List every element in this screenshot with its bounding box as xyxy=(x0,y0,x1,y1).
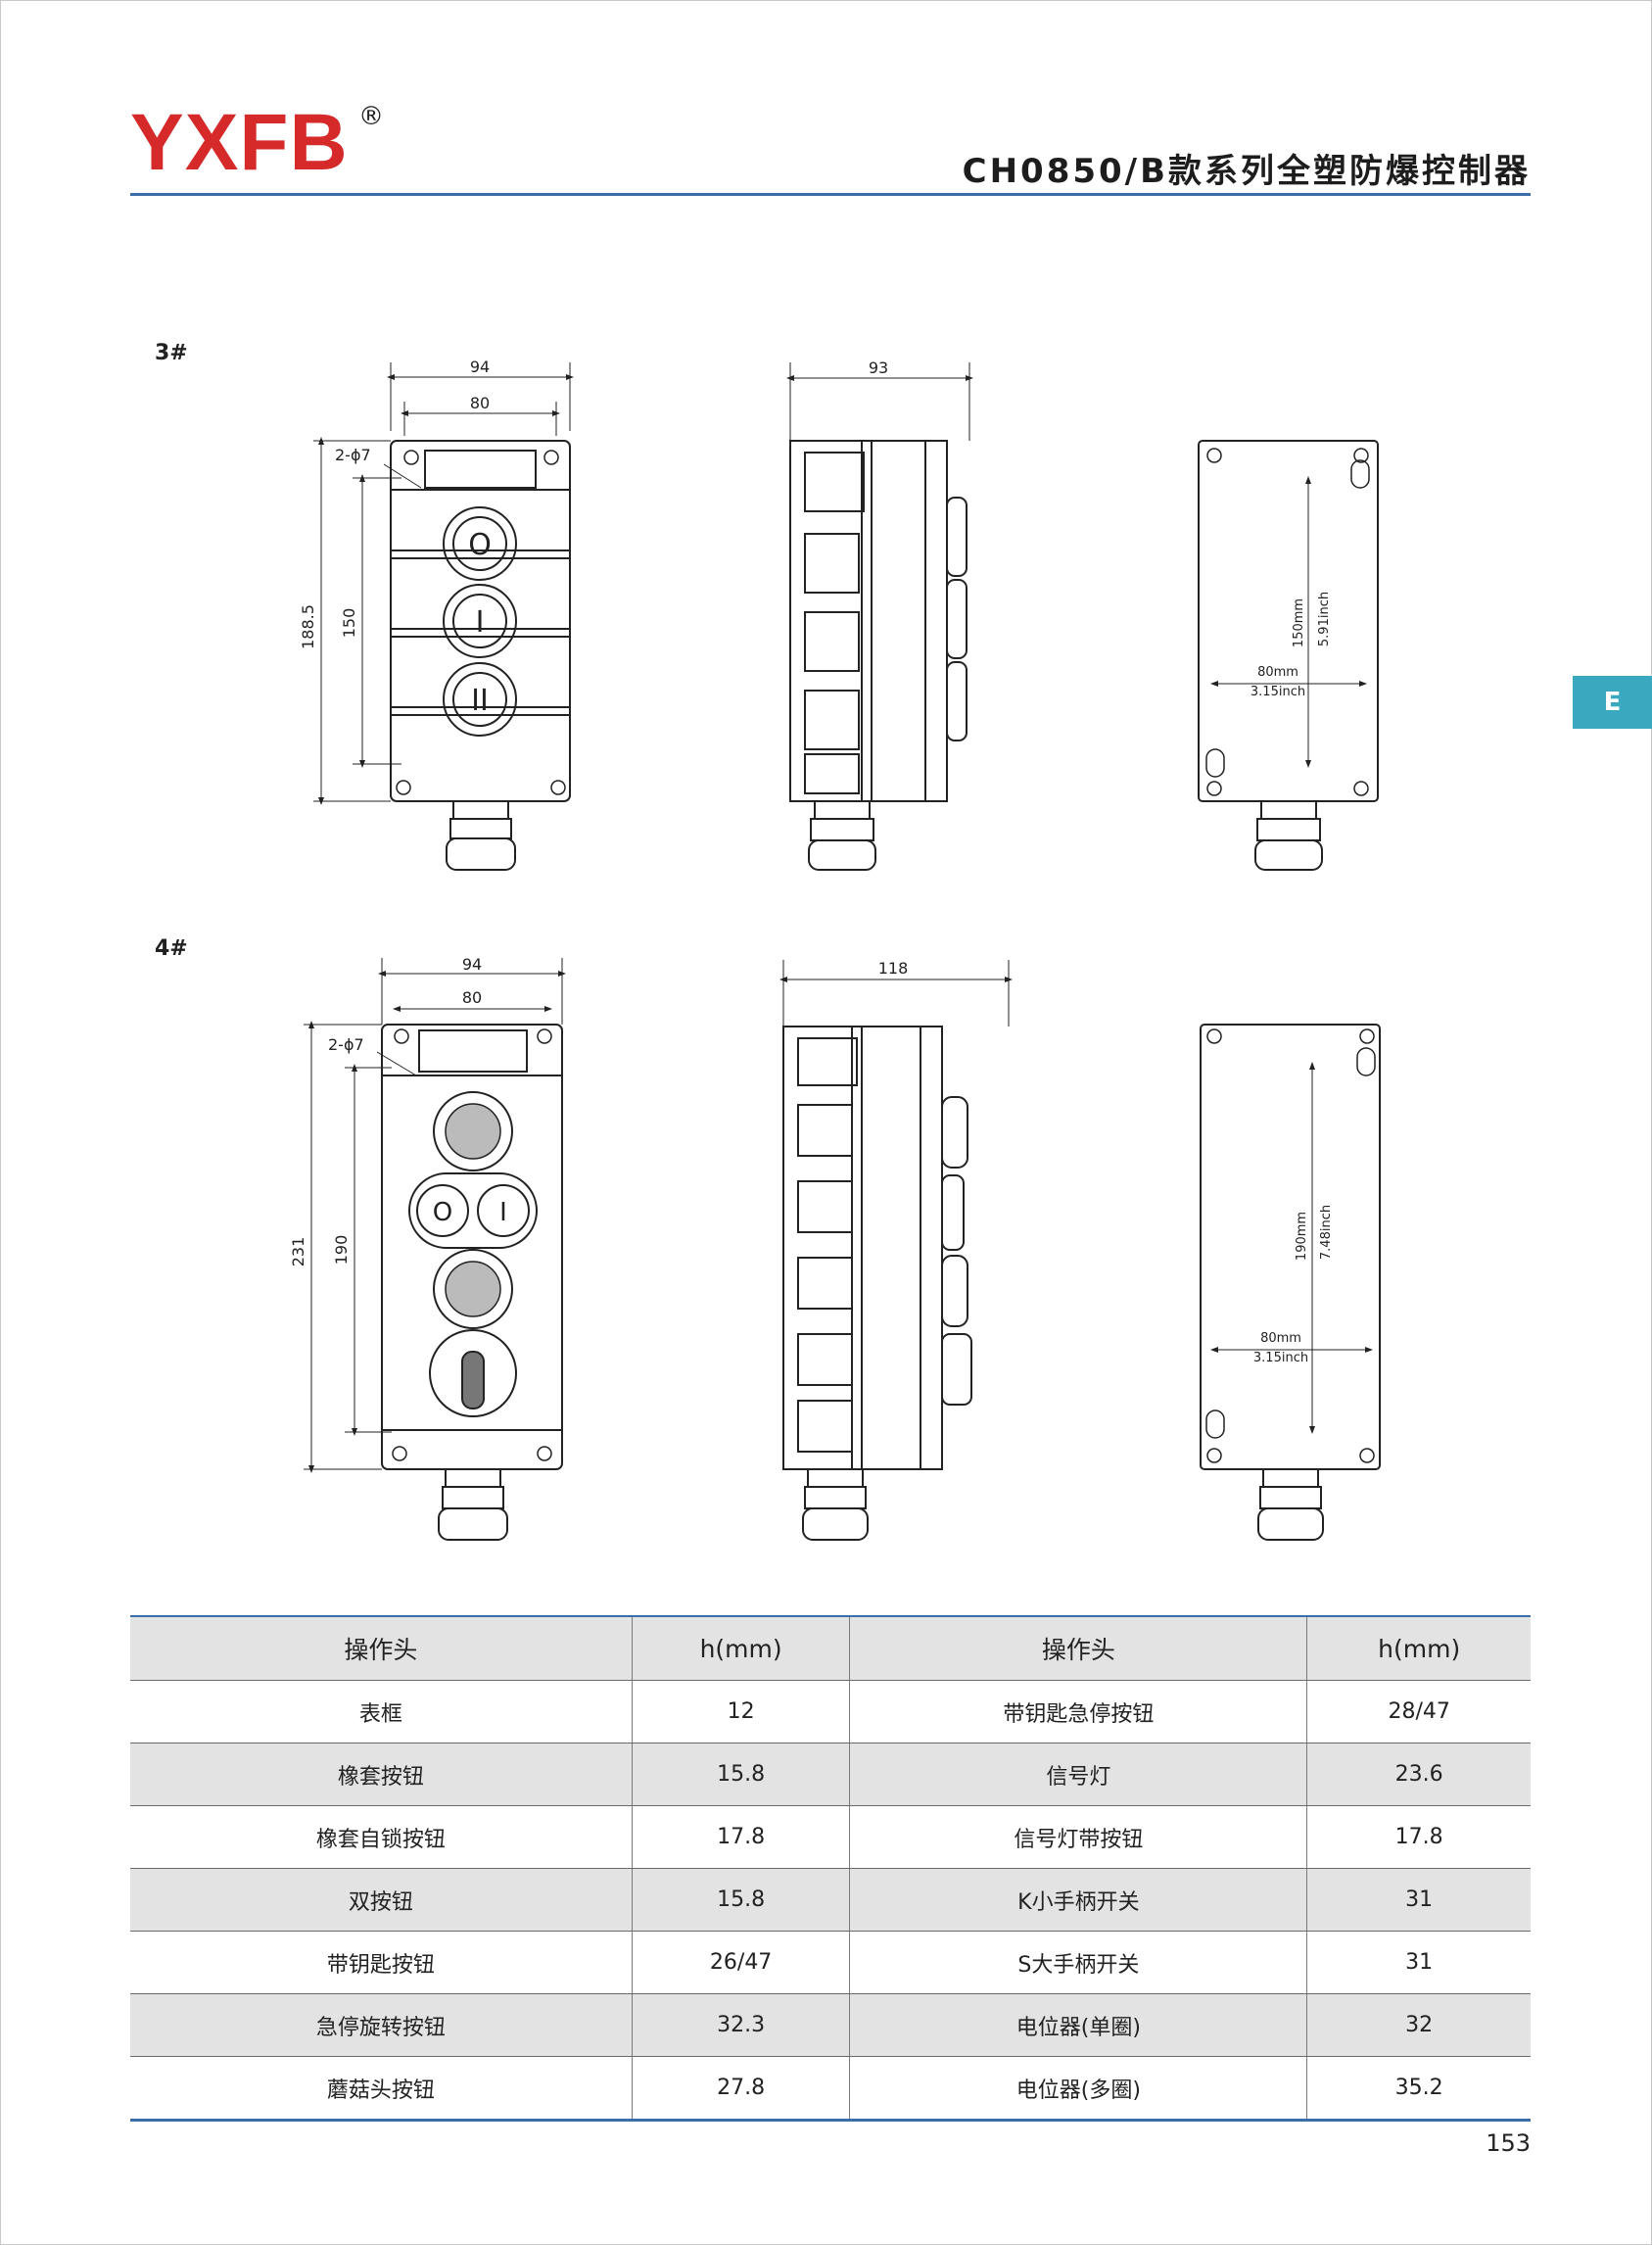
cell-name: 电位器(单圈) xyxy=(849,1993,1308,2057)
operating-head-table: 操作头 h(mm) 操作头 h(mm) 表框 12 带钥匙急停按钮 28/47 … xyxy=(130,1615,1531,2122)
cell-height: 12 xyxy=(632,1680,851,1743)
cell-name: 信号灯带按钮 xyxy=(849,1805,1308,1869)
cell-height: 15.8 xyxy=(632,1743,851,1806)
cell-height: 31 xyxy=(1306,1931,1531,1994)
button-label-i: I xyxy=(476,605,485,640)
button-label-o: O xyxy=(468,528,492,562)
cell-height: 27.8 xyxy=(632,2056,851,2121)
button-label-ii: II xyxy=(471,684,489,718)
dim-3-width-inner: 80 xyxy=(470,394,490,412)
cell-height: 26/47 xyxy=(632,1931,851,1994)
side-view-4 xyxy=(779,960,1013,1541)
technical-drawings: 94 80 2-ϕ7 188.5 150 O I II 93 150mm 5.9… xyxy=(289,358,1381,1541)
cell-height: 17.8 xyxy=(1306,1805,1531,1869)
header-height: h(mm) xyxy=(1306,1616,1531,1681)
dim-4-back-width-mm: 80mm xyxy=(1260,1331,1301,1346)
cell-height: 28/47 xyxy=(1306,1680,1531,1743)
cell-height: 32.3 xyxy=(632,1993,851,2057)
dim-3-back-height-mm: 150mm xyxy=(1292,598,1306,647)
header-operating-head: 操作头 xyxy=(849,1616,1308,1681)
page-title: CH0850/B款系列全塑防爆控制器 xyxy=(962,152,1531,191)
table-header-row: 操作头 h(mm) 操作头 h(mm) xyxy=(130,1616,1531,1681)
cell-name: 表框 xyxy=(130,1680,633,1743)
header-operating-head: 操作头 xyxy=(130,1616,633,1681)
button-label-o: O xyxy=(433,1198,452,1227)
cell-name: 急停旋转按钮 xyxy=(130,1993,633,2057)
side-view-3 xyxy=(786,362,973,871)
cell-name: 信号灯 xyxy=(849,1743,1308,1806)
table-row: 橡套自锁按钮 17.8 信号灯带按钮 17.8 xyxy=(130,1805,1531,1869)
cell-name: 蘑菇头按钮 xyxy=(130,2056,633,2121)
table-row: 表框 12 带钥匙急停按钮 28/47 xyxy=(130,1680,1531,1743)
registered-mark: ® xyxy=(358,102,384,131)
dim-4-height-outer: 231 xyxy=(289,1237,307,1267)
cell-name: 带钥匙按钮 xyxy=(130,1931,633,1994)
cell-height: 17.8 xyxy=(632,1805,851,1869)
dim-3-holes: 2-ϕ7 xyxy=(335,446,371,464)
dim-3-width-outer: 94 xyxy=(470,358,490,376)
header-rule xyxy=(130,193,1531,196)
section-side-tab[interactable]: E xyxy=(1573,676,1652,729)
cell-height: 35.2 xyxy=(1394,2076,1443,2100)
table-row: 双按钮 15.8 K小手柄开关 31 xyxy=(130,1868,1531,1932)
dim-3-back-width-mm: 80mm xyxy=(1257,665,1298,680)
dim-4-height-inner: 190 xyxy=(332,1235,351,1266)
table-row: 橡套按钮 15.8 信号灯 23.6 xyxy=(130,1743,1531,1806)
dim-3-back-width-inch: 3.15inch xyxy=(1251,685,1305,699)
cell-height: 23.6 xyxy=(1306,1743,1531,1806)
dim-3-depth: 93 xyxy=(869,358,888,377)
table-row: 蘑菇头按钮 27.8 电位器(多圈) 35.2 xyxy=(130,2056,1531,2121)
cell-name: 带钥匙急停按钮 xyxy=(849,1680,1308,1743)
cell-name: S大手柄开关 xyxy=(849,1931,1308,1994)
cell-name: 橡套自锁按钮 xyxy=(130,1805,633,1869)
cell-name: K小手柄开关 xyxy=(849,1868,1308,1932)
cell-name: 橡套按钮 xyxy=(130,1743,633,1806)
section-label-4: 4# xyxy=(155,936,188,961)
cell-height: 32 xyxy=(1306,1993,1531,2057)
table-row: 急停旋转按钮 32.3 电位器(单圈) 32 xyxy=(130,1993,1531,2057)
dim-4-back-width-inch: 3.15inch xyxy=(1253,1351,1308,1365)
button-label-i: I xyxy=(499,1198,507,1227)
dim-3-height-inner: 150 xyxy=(340,608,358,639)
header-height: h(mm) xyxy=(632,1616,851,1681)
dim-4-width-outer: 94 xyxy=(462,955,482,974)
page-number: 153 xyxy=(1486,2129,1531,2157)
cell-height: 15.8 xyxy=(632,1868,851,1932)
dim-4-back-height-inch: 7.48inch xyxy=(1319,1205,1334,1260)
cell-height: 31 xyxy=(1306,1868,1531,1932)
dim-4-holes: 2-ϕ7 xyxy=(328,1035,364,1054)
table-row: 带钥匙按钮 26/47 S大手柄开关 31 xyxy=(130,1931,1531,1994)
cell-name: 电位器(多圈) xyxy=(849,2056,1308,2121)
cell-name: 双按钮 xyxy=(130,1868,633,1932)
front-view-4 xyxy=(304,958,566,1541)
dim-4-width-inner: 80 xyxy=(462,988,482,1007)
section-label-3: 3# xyxy=(155,341,188,365)
back-view-3 xyxy=(1198,440,1379,871)
front-view-3 xyxy=(313,362,574,871)
dim-3-height-outer: 188.5 xyxy=(299,604,317,649)
dim-3-back-height-inch: 5.91inch xyxy=(1317,592,1332,646)
back-view-4 xyxy=(1200,1024,1381,1541)
dim-4-back-height-mm: 190mm xyxy=(1295,1212,1309,1261)
dim-4-depth: 118 xyxy=(878,959,909,978)
brand-logo: YXFB xyxy=(130,98,349,187)
